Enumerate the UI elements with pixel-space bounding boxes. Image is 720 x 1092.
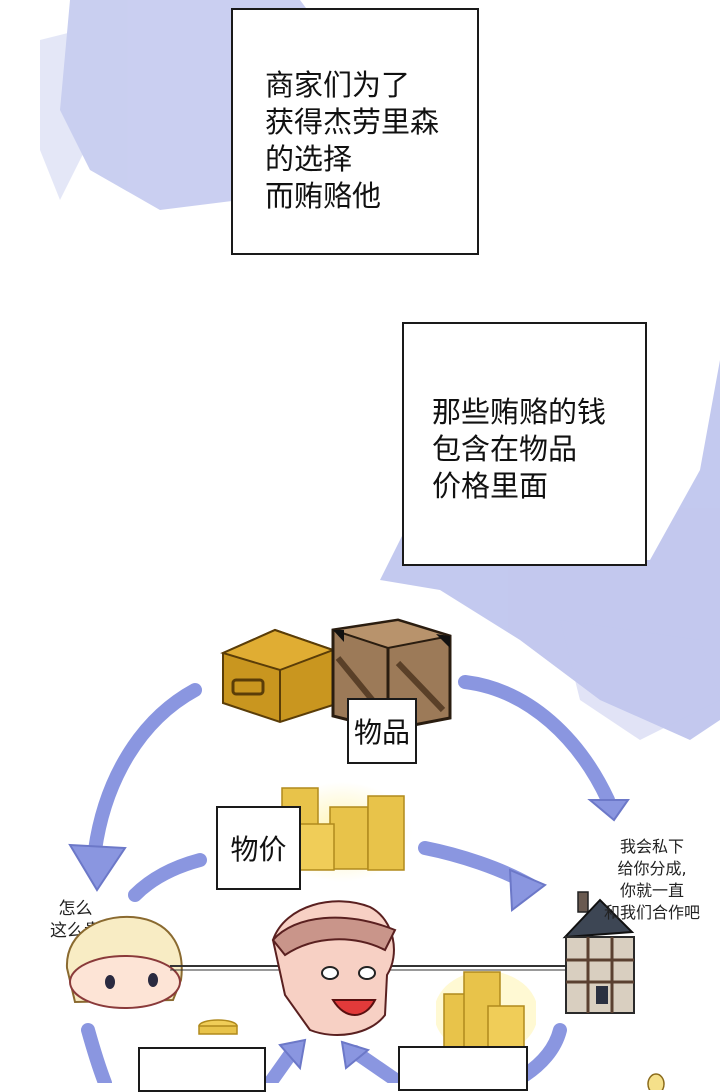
- caption-1-line: 获得杰劳里森: [265, 105, 440, 139]
- caption-box-1: 商家们为了 获得杰劳里森 的选择 而贿赂他: [231, 8, 479, 255]
- arrowhead-right-top: [587, 799, 630, 822]
- bottom-label-left: [138, 1047, 266, 1092]
- arrowhead-left: [68, 843, 127, 892]
- price-label: 物价: [216, 806, 301, 890]
- suitcase-illustration: [220, 628, 336, 724]
- price-label-text: 物价: [230, 833, 287, 866]
- coin-stacks-right: [436, 971, 536, 1053]
- arrowhead-center-up: [278, 1038, 307, 1071]
- merchant-speech-line: 你就一直: [619, 881, 684, 900]
- merchant-house-illustration: [562, 891, 635, 1014]
- customer-speech: 怎么 这么贵: [50, 898, 101, 942]
- arrow-bottom-left: [81, 1023, 112, 1083]
- goods-label-text: 物品: [353, 716, 410, 749]
- arrow-price-to-customer: [128, 853, 207, 902]
- caption-1-line: 的选择: [265, 142, 353, 176]
- middleman-character: [271, 900, 397, 1036]
- small-figure-partial: [647, 1073, 665, 1090]
- caption-box-2: 那些贿赂的钱 包含在物品 价格里面: [402, 322, 647, 566]
- customer-speech-line: 怎么: [58, 899, 93, 919]
- customer-character: [65, 915, 183, 1009]
- arrow-house-down: [518, 1023, 567, 1082]
- merchant-speech-line: 和我们合作吧: [603, 903, 700, 922]
- coin-stacks-center: [272, 782, 412, 882]
- arrow-goods-to-merchant: [458, 675, 615, 807]
- arrow-bottom-right: [348, 1045, 407, 1083]
- arrow-bottom-center: [263, 1045, 299, 1083]
- merchant-speech-line: 我会私下: [619, 837, 684, 856]
- arrowhead-right-up: [340, 1040, 371, 1070]
- bottom-label-right: [398, 1046, 528, 1091]
- caption-2-line: 那些贿赂的钱: [432, 395, 607, 429]
- coin-small: [198, 1019, 238, 1035]
- arrowhead-right-mid: [508, 868, 547, 912]
- arrow-goods-to-customer: [88, 683, 202, 857]
- merchant-speech: 我会私下 给你分成, 你就一直 和我们合作吧: [584, 836, 720, 924]
- caption-1-line: 商家们为了: [265, 68, 411, 102]
- caption-1-line: 而贿赂他: [265, 179, 382, 213]
- goods-label: 物品: [347, 698, 417, 764]
- merchant-speech-line: 给你分成,: [617, 859, 687, 878]
- caption-2-line: 价格里面: [432, 469, 549, 503]
- caption-2-line: 包含在物品: [432, 432, 578, 466]
